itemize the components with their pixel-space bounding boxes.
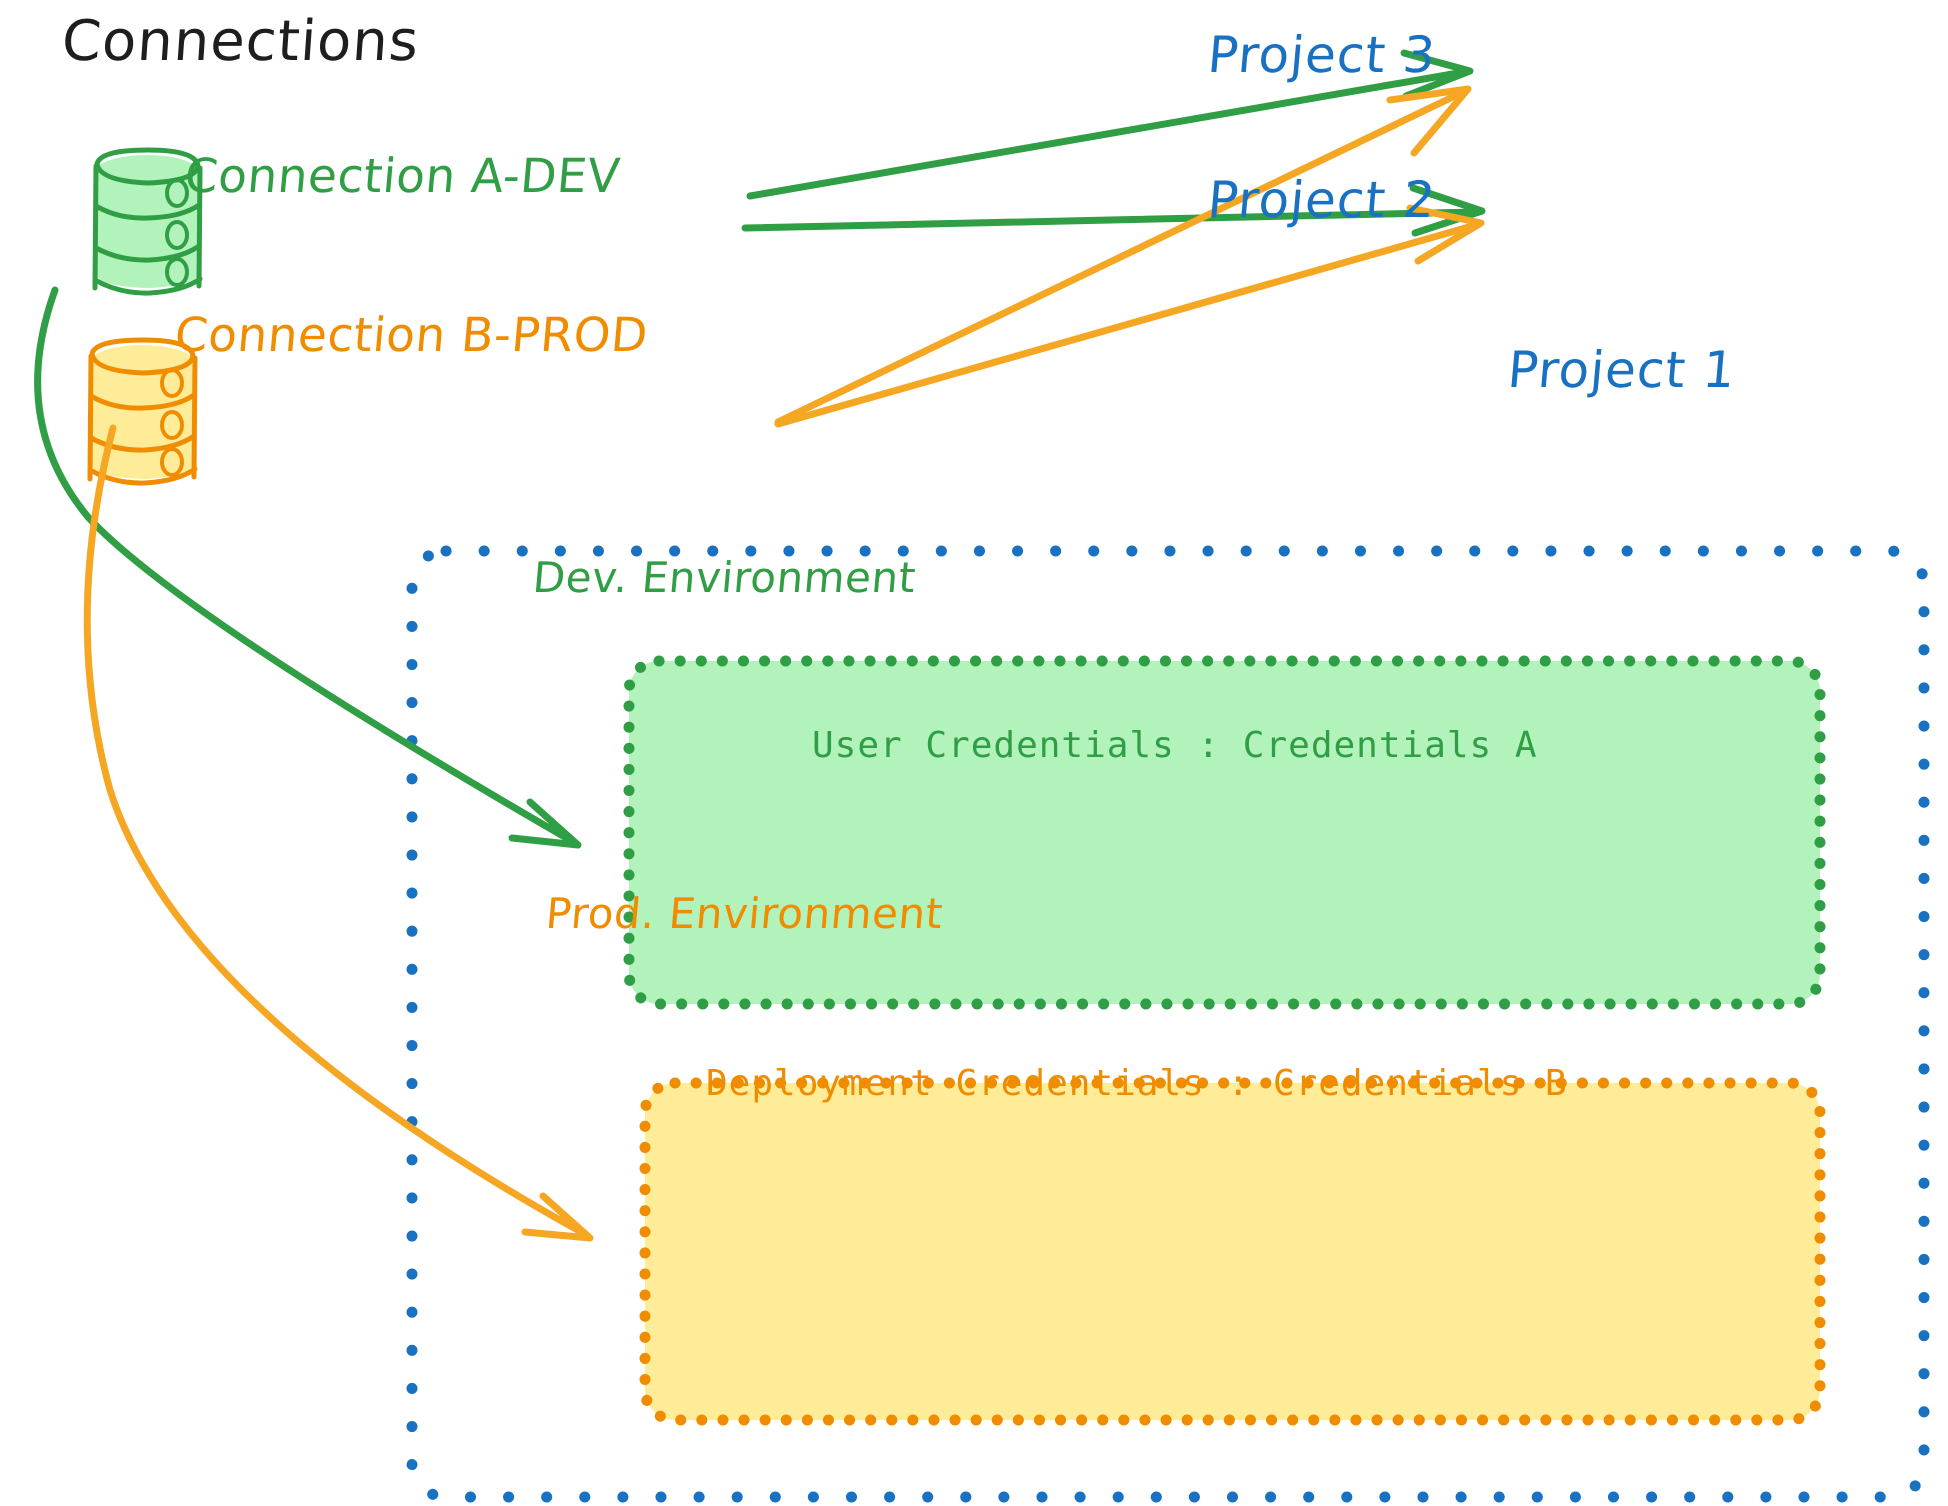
edge-a-dev-to-project-3-arrowhead bbox=[1400, 49, 1474, 100]
database-cylinder-icon-b-prod[interactable] bbox=[87, 337, 198, 486]
dev-environment-fill bbox=[629, 661, 1820, 1004]
dev-environment-credentials: User Credentials : Credentials A bbox=[812, 725, 1538, 766]
edge-b-prod-to-project-2 bbox=[774, 204, 1485, 428]
cylinder-b-left-wall bbox=[87, 353, 94, 482]
dev-environment-border bbox=[623, 655, 1826, 1010]
edge-b-prod-to-project-2-line bbox=[774, 221, 1480, 428]
cylinder-b-led-2 bbox=[160, 410, 184, 440]
prod-environment-box[interactable] bbox=[639, 1077, 1826, 1426]
connection-a-dev-label: Connection A-DEV bbox=[182, 149, 623, 204]
project-1-container bbox=[406, 545, 1930, 1503]
project-3-label: Project 3 bbox=[1205, 26, 1439, 84]
cylinder-a-left-wall bbox=[92, 163, 99, 291]
cylinder-b-led-3 bbox=[160, 447, 184, 477]
edge-a-dev-to-dev-environment-line bbox=[34, 286, 574, 844]
edge-a-dev-to-project-2 bbox=[741, 184, 1486, 237]
dev-environment-box[interactable] bbox=[623, 655, 1826, 1010]
cylinder-a-bottom bbox=[92, 276, 203, 296]
cylinder-b-top-ring bbox=[89, 337, 196, 376]
edge-b-prod-to-prod-environment-line bbox=[83, 424, 587, 1237]
edge-b-prod-to-project-3 bbox=[774, 85, 1472, 426]
cylinder-a-right-wall bbox=[196, 165, 203, 289]
prod-environment-border bbox=[639, 1077, 1826, 1426]
prod-environment-fill bbox=[645, 1083, 1820, 1420]
project-1-label: Project 1 bbox=[1505, 341, 1739, 399]
cylinder-b-right-wall bbox=[191, 355, 198, 480]
cylinder-a-led-1 bbox=[165, 178, 189, 208]
connection-b-prod-label: Connection B-PROD bbox=[172, 308, 651, 363]
cylinder-a-divider-2 bbox=[93, 243, 202, 263]
cylinder-a-led-3 bbox=[165, 257, 189, 287]
edge-b-prod-to-project-2-arrowhead bbox=[1406, 204, 1485, 265]
edge-a-dev-to-project-3 bbox=[746, 49, 1474, 200]
edge-a-dev-to-project-2-arrowhead bbox=[1409, 184, 1486, 237]
page-title: Connections bbox=[59, 9, 422, 74]
edge-a-dev-to-project-2-line bbox=[741, 208, 1481, 232]
cylinder-a-divider-1 bbox=[93, 202, 202, 221]
edge-a-dev-to-project-3-line bbox=[746, 68, 1468, 200]
project-1-container-border bbox=[406, 545, 1930, 1503]
cylinder-a-top-ring bbox=[94, 147, 201, 186]
cylinder-b-divider-1 bbox=[88, 392, 197, 411]
edge-a-dev-to-dev-environment bbox=[34, 286, 582, 849]
project-2-label: Project 2 bbox=[1205, 171, 1439, 229]
prod-environment-credentials: Deployment Credentials : Credentials B bbox=[706, 1063, 1568, 1104]
edge-b-prod-to-prod-environment bbox=[83, 424, 594, 1242]
dev-environment-title: Dev. Environment bbox=[530, 553, 918, 602]
edge-b-prod-to-project-3-arrowhead bbox=[1386, 85, 1472, 157]
database-cylinder-icon-a-dev[interactable] bbox=[92, 147, 203, 296]
prod-environment-title: Prod. Environment bbox=[543, 889, 945, 938]
edge-b-prod-to-project-3-line bbox=[774, 88, 1467, 426]
cylinder-a-led-2 bbox=[165, 220, 189, 250]
edge-b-prod-to-prod-environment-arrowhead bbox=[521, 1192, 594, 1242]
edge-a-dev-to-dev-environment-arrowhead bbox=[508, 798, 582, 849]
cylinder-b-led-1 bbox=[160, 368, 184, 398]
